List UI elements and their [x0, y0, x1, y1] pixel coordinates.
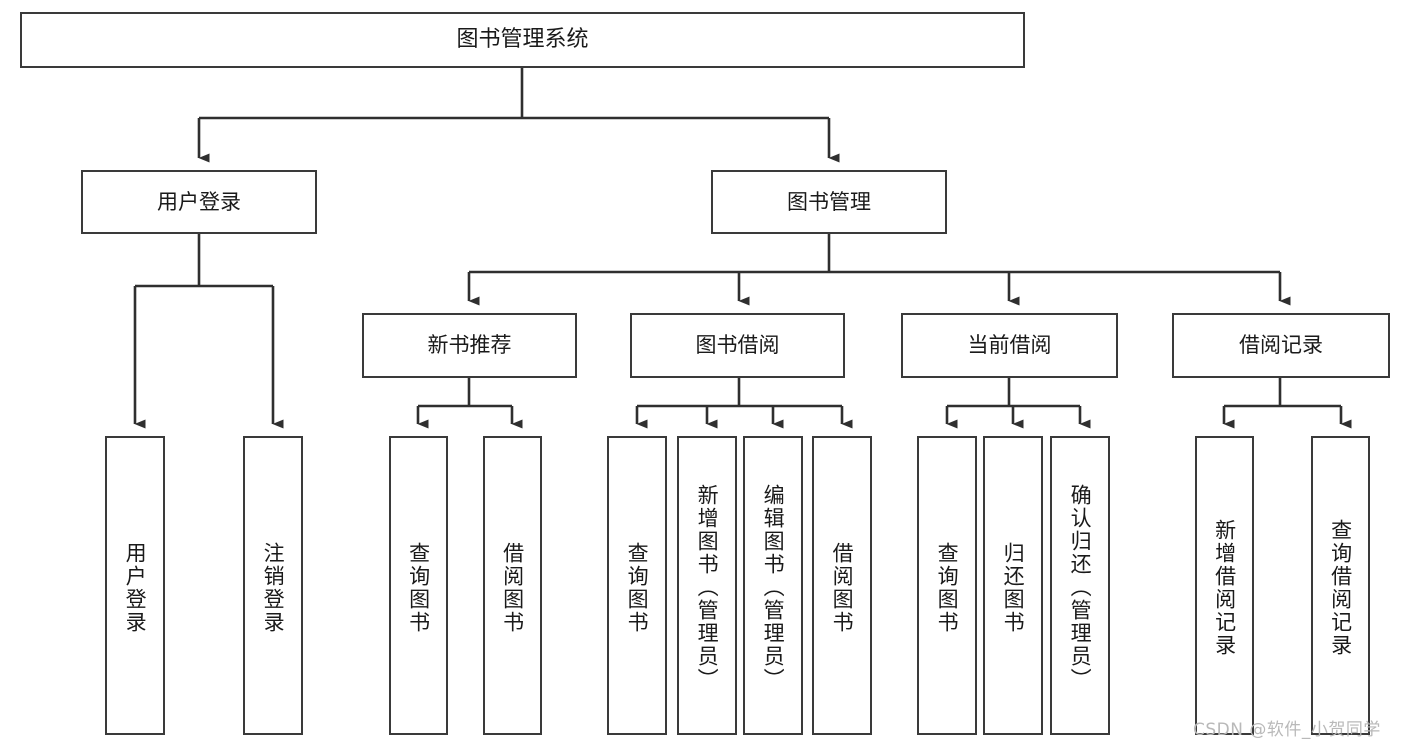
node-new-book-recommend[interactable]: 新书推荐 [362, 313, 577, 378]
leaf-user-login[interactable]: 用户登录 [105, 436, 165, 735]
leaf-currentborrow-return-book[interactable]: 归还图书 [983, 436, 1043, 735]
leaf-currentborrow-query-book[interactable]: 查询图书 [917, 436, 977, 735]
leaf-bookborrow-edit-book-admin[interactable]: 编辑图书（管理员） [743, 436, 803, 735]
leaf-bookborrow-borrow-book[interactable]: 借阅图书 [812, 436, 872, 735]
node-current-borrow[interactable]: 当前借阅 [901, 313, 1118, 378]
leaf-newbook-query-book[interactable]: 查询图书 [389, 436, 448, 735]
node-book-management[interactable]: 图书管理 [711, 170, 947, 234]
leaf-borrowrecord-query-record[interactable]: 查询借阅记录 [1311, 436, 1370, 735]
leaf-newbook-borrow-book[interactable]: 借阅图书 [483, 436, 542, 735]
leaf-currentborrow-confirm-return-admin[interactable]: 确认归还（管理员） [1050, 436, 1110, 735]
leaf-bookborrow-query-book[interactable]: 查询图书 [607, 436, 667, 735]
csdn-watermark: CSDN @软件_小贺同学 [1193, 720, 1381, 740]
node-root-system[interactable]: 图书管理系统 [20, 12, 1025, 68]
leaf-borrowrecord-add-record[interactable]: 新增借阅记录 [1195, 436, 1254, 735]
leaf-bookborrow-add-book-admin[interactable]: 新增图书（管理员） [677, 436, 737, 735]
node-user-login[interactable]: 用户登录 [81, 170, 317, 234]
node-book-borrow[interactable]: 图书借阅 [630, 313, 845, 378]
leaf-logout[interactable]: 注销登录 [243, 436, 303, 735]
node-borrow-record[interactable]: 借阅记录 [1172, 313, 1390, 378]
